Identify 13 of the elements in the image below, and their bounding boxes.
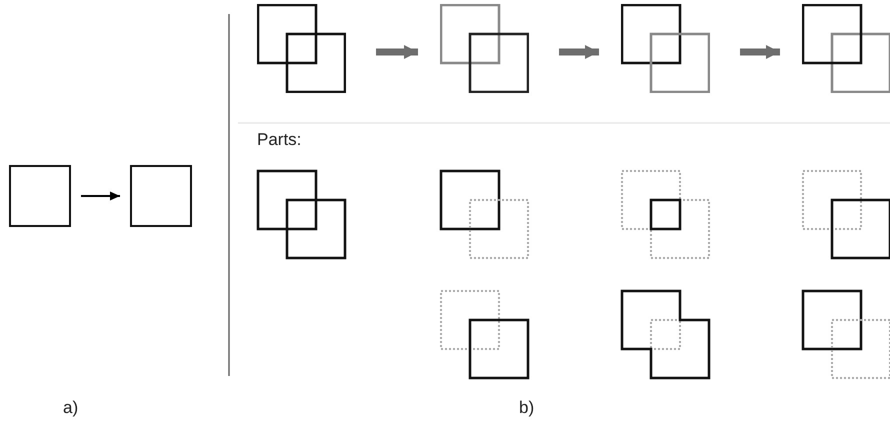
overlapping-squares-drawing — [621, 4, 710, 93]
overlapping-squares-drawing — [440, 4, 529, 93]
square-box — [9, 165, 71, 227]
panel-label: a) — [63, 398, 78, 418]
section-label: Parts: — [257, 130, 302, 150]
panel-label: b) — [519, 398, 534, 418]
arrow — [559, 45, 599, 59]
arrow — [740, 45, 780, 59]
arrow — [81, 192, 120, 200]
overlapping-squares-drawing — [802, 4, 890, 93]
overlapping-squares-drawing — [257, 4, 346, 93]
arrow — [376, 45, 418, 59]
square-box — [130, 165, 192, 227]
